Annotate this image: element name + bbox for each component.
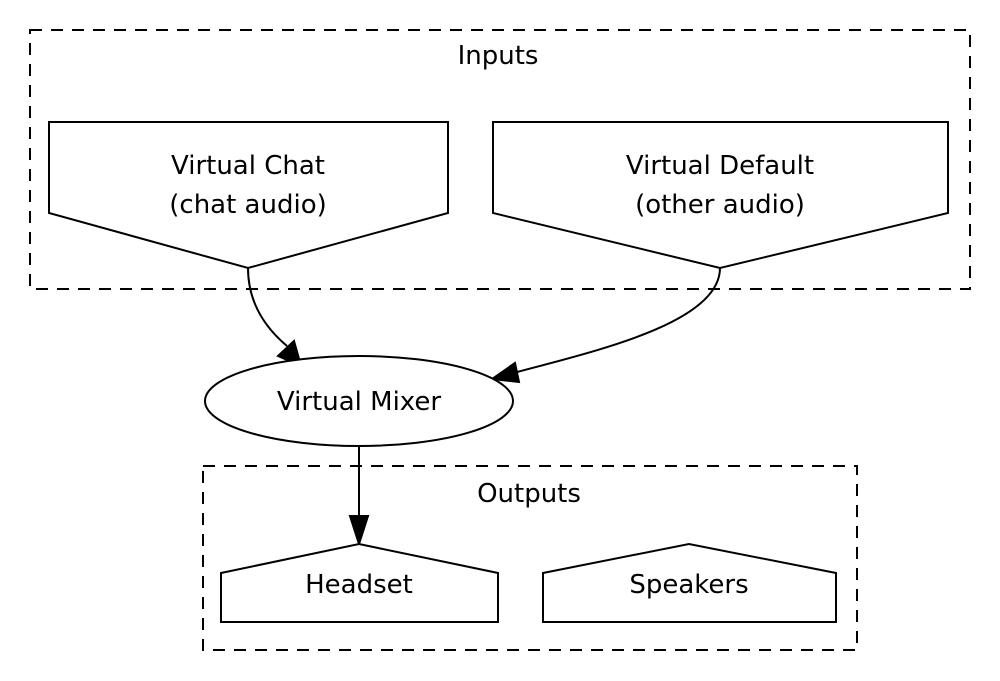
virtual-mixer-label: Virtual Mixer [277,387,441,417]
virtual-chat-label-line2: (chat audio) [169,190,327,220]
speakers-label: Speakers [629,570,748,600]
edge-chat-to-mixer [247,267,303,368]
node-virtual-chat[interactable]: Virtual Chat (chat audio) [48,121,449,270]
inputs-cluster: Inputs [29,29,971,290]
virtual-default-label-line2: (other audio) [635,190,805,220]
headset-shape [220,542,499,623]
edge-default-to-mixer-line [516,267,721,373]
outputs-cluster: Outputs [202,465,858,651]
node-speakers[interactable]: Speakers [542,542,837,623]
inputs-cluster-border [29,29,971,290]
node-virtual-mixer[interactable]: Virtual Mixer [204,355,514,447]
node-virtual-default[interactable]: Virtual Default (other audio) [492,121,949,270]
virtual-default-shape [492,121,949,270]
edge-default-to-mixer [489,267,721,384]
outputs-cluster-border [202,465,858,651]
inputs-cluster-label: Inputs [458,41,539,71]
virtual-default-label-line1: Virtual Default [626,151,814,181]
edge-chat-to-mixer-line [247,267,288,347]
node-headset[interactable]: Headset [220,542,499,623]
outputs-cluster-label: Outputs [477,479,581,509]
speakers-shape [542,542,837,623]
edge-default-to-mixer-arrowhead [489,361,521,384]
headset-label: Headset [305,570,413,600]
virtual-chat-label-line1: Virtual Chat [171,151,325,181]
edge-mixer-to-headset-arrowhead [348,515,370,548]
edge-mixer-to-headset [348,446,370,548]
virtual-mixer-shape [204,355,514,447]
virtual-chat-shape [48,121,449,270]
